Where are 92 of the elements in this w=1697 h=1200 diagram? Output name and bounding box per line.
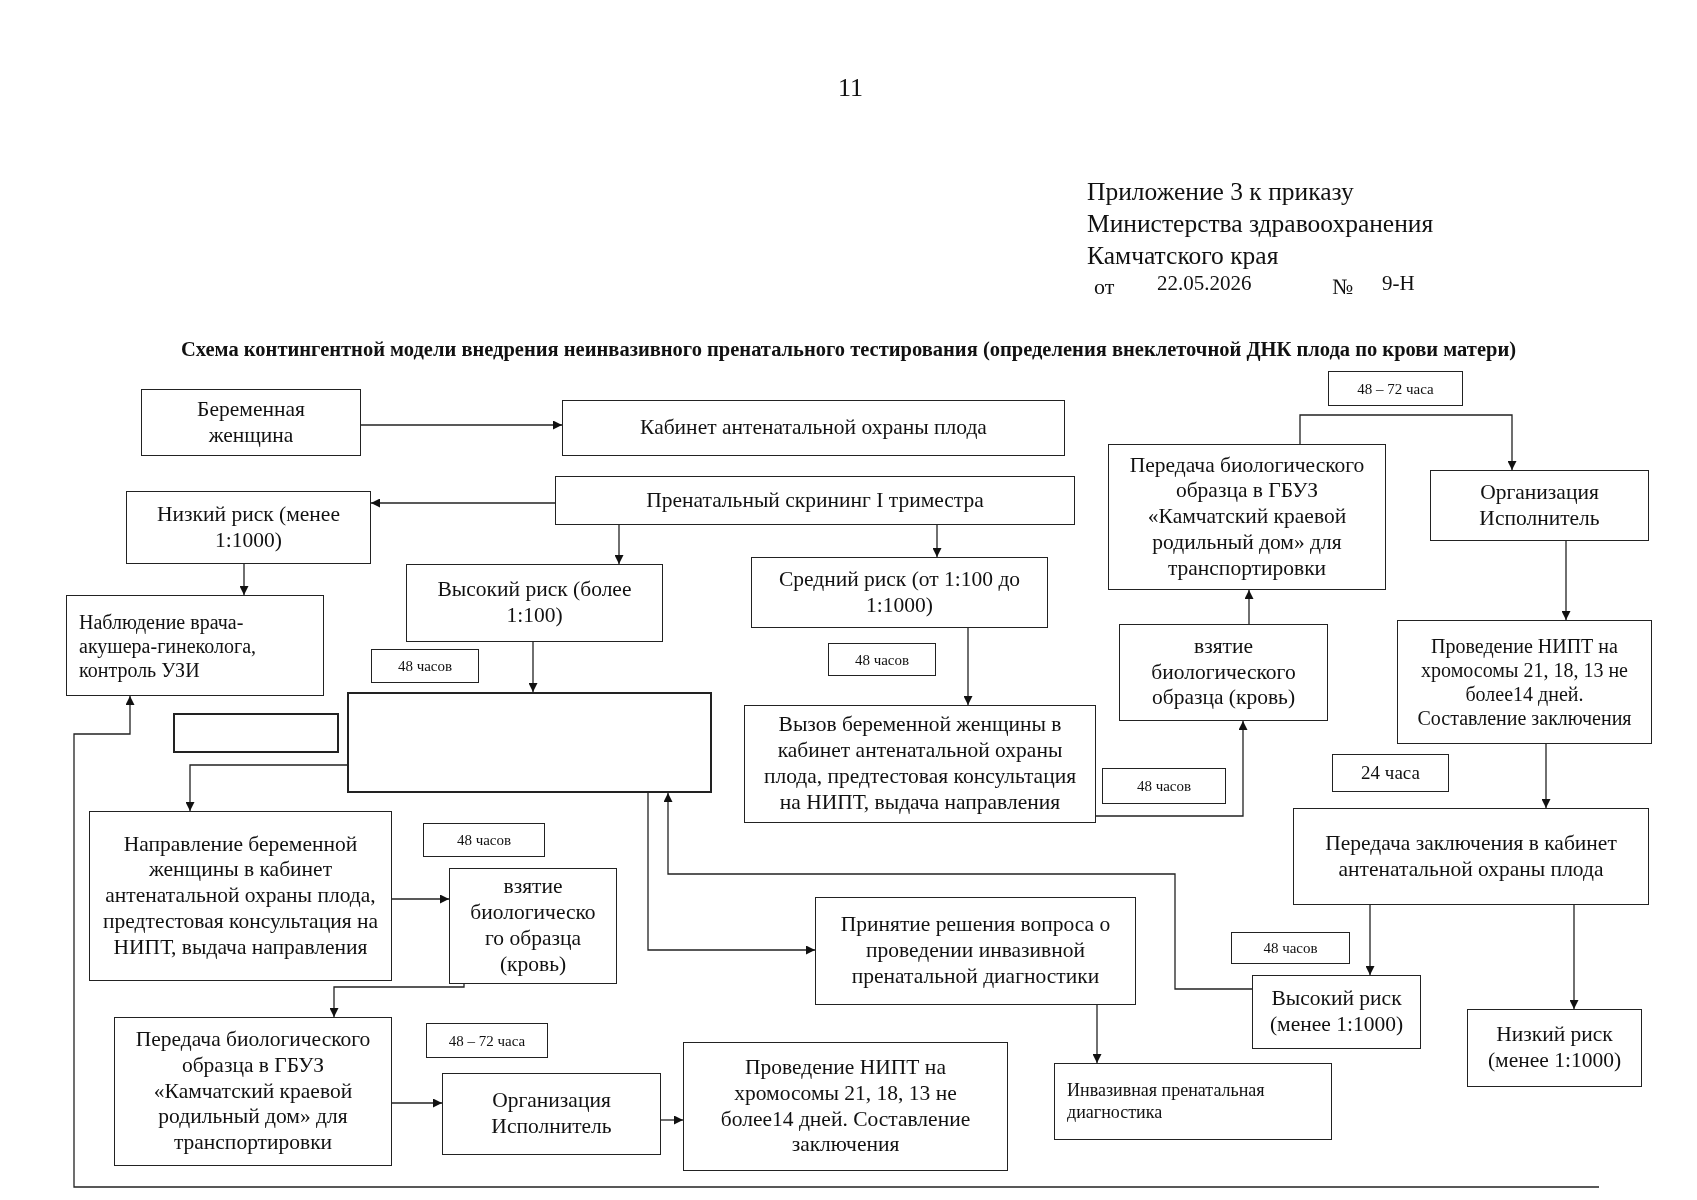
document-detail: №	[1332, 273, 1353, 301]
arrow	[185, 764, 348, 812]
node-text: Высокий риск (более 1:100)	[436, 577, 633, 629]
process-box	[66, 595, 324, 696]
arrow	[329, 983, 465, 1018]
node-text: Наблюдение врача-акушера-гинеколога, контроль УЗИ	[79, 609, 258, 682]
document-detail: 9-Н	[1382, 270, 1415, 297]
node-text: Направление беременной женщины в кабинет антенатальной охраны плода, предтестовая консультация на НИПТ, выдача направления	[102, 831, 379, 961]
time-box	[426, 1023, 548, 1058]
time-label: 48 часов	[397, 657, 453, 675]
process-box	[442, 1073, 661, 1155]
process-box	[1467, 1009, 1642, 1087]
time-label: 24 часа	[1361, 761, 1420, 785]
process-box	[141, 389, 361, 456]
arrow	[1244, 589, 1254, 625]
node-text: Беременная женщина	[196, 396, 306, 449]
arrow	[391, 1098, 443, 1108]
time-label: 48 – 72 часа	[1357, 379, 1434, 398]
process-box	[89, 811, 392, 981]
arrow	[663, 792, 1253, 990]
arrow	[963, 627, 973, 706]
time-box	[1328, 371, 1463, 406]
time-label: 48 часов	[1136, 777, 1192, 795]
arrow	[647, 792, 816, 955]
process-box	[1054, 1063, 1332, 1140]
process-box	[126, 491, 371, 564]
time-box	[423, 823, 545, 857]
node-text: взятие биологическо го образца (кровь)	[469, 874, 597, 978]
process-box	[1108, 444, 1386, 590]
process-box	[815, 897, 1136, 1005]
node-text: Кабинет антенатальной охраны плода	[640, 415, 987, 441]
node-text: Передача заключения в кабинет антенатальной охраны плода	[1324, 830, 1618, 883]
arrow	[1299, 414, 1517, 471]
node-text: Передача биологического образца в ГБУЗ «Камчатский краевой родильный дом» для транспортировки	[1128, 452, 1366, 582]
arrow	[932, 524, 942, 558]
arrow	[391, 894, 450, 904]
arrow	[1092, 1004, 1102, 1064]
process-box	[114, 1017, 392, 1166]
time-box	[371, 649, 479, 683]
node-text: Вызов беременной женщины в кабинет антенатальной охраны плода, предтестовая консультация на НИПТ, выдача направления	[762, 712, 1078, 816]
time-label: 48 – 72 часа	[448, 1031, 526, 1050]
node-text: Пренатальный скрининг I триместра	[646, 487, 984, 514]
arrow	[360, 420, 563, 430]
time-label: 48 часов	[456, 831, 512, 849]
time-box	[828, 643, 936, 676]
empty-box	[347, 692, 712, 793]
node-text: Низкий риск (менее 1:1000)	[1486, 1022, 1623, 1074]
process-box	[683, 1042, 1008, 1171]
process-box	[449, 868, 617, 984]
node-text: Проведение НИПТ на хромосомы 21, 18, 13 не более14 дней. Составление заключения	[719, 1054, 972, 1159]
document-detail: 22.05.2026	[1157, 270, 1252, 297]
arrow	[528, 641, 538, 693]
process-box	[1397, 620, 1652, 744]
arrow	[1541, 743, 1551, 809]
node-text: Передача биологического образца в ГБУЗ «Камчатский краевой родильный дом» для транспортировки	[134, 1027, 372, 1156]
time-box	[1102, 768, 1226, 804]
node-text: Высокий риск (менее 1:1000)	[1268, 986, 1405, 1038]
process-box	[1119, 624, 1328, 721]
process-box	[744, 705, 1096, 823]
process-box	[562, 400, 1065, 456]
arrow	[370, 498, 556, 508]
time-label: 48 часов	[854, 650, 910, 669]
process-box	[555, 476, 1075, 525]
node-text: взятие биологического образца (кровь)	[1150, 633, 1297, 712]
annex-heading: Приложение 3 к приказу Министерства здравоохранения Камчатского края	[1087, 176, 1435, 272]
process-box	[1293, 808, 1649, 905]
arrow	[1095, 720, 1248, 817]
node-text: Инвазивная пренатальная диагностика	[1067, 1079, 1266, 1124]
diagram-title: Схема контингентной модели внедрения неинвазивного пренатального тестирования (определения внеклеточной ДНК плода по крови матери)	[179, 338, 1518, 361]
time-box	[1332, 754, 1449, 792]
process-box	[751, 557, 1048, 628]
arrow	[614, 524, 624, 565]
arrow	[1561, 540, 1571, 621]
empty-box	[173, 713, 339, 753]
arrow	[73, 695, 1600, 1188]
node-text: Организация Исполнитель	[1478, 479, 1601, 532]
node-text: Организация Исполнитель	[490, 1088, 613, 1140]
process-box	[1252, 975, 1421, 1049]
arrow	[1365, 904, 1375, 976]
time-box	[1231, 932, 1350, 964]
document-detail: от	[1094, 273, 1115, 301]
process-box	[1430, 470, 1649, 541]
node-text: Средний риск (от 1:100 до 1:1000)	[777, 566, 1022, 619]
page-number: 11	[838, 72, 864, 104]
arrow	[239, 563, 249, 596]
node-text: Проведение НИПТ на хромосомы 21, 18, 13 не более14 дней. Составление заключения	[1416, 634, 1633, 730]
node-text: Низкий риск (менее 1:1000)	[156, 501, 341, 554]
arrow	[1569, 904, 1579, 1010]
process-box	[406, 564, 663, 642]
time-label: 48 часов	[1263, 939, 1318, 957]
node-text: Принятие решения вопроса о проведении инвазивной пренатальной диагностики	[839, 912, 1112, 990]
arrow	[660, 1115, 684, 1125]
